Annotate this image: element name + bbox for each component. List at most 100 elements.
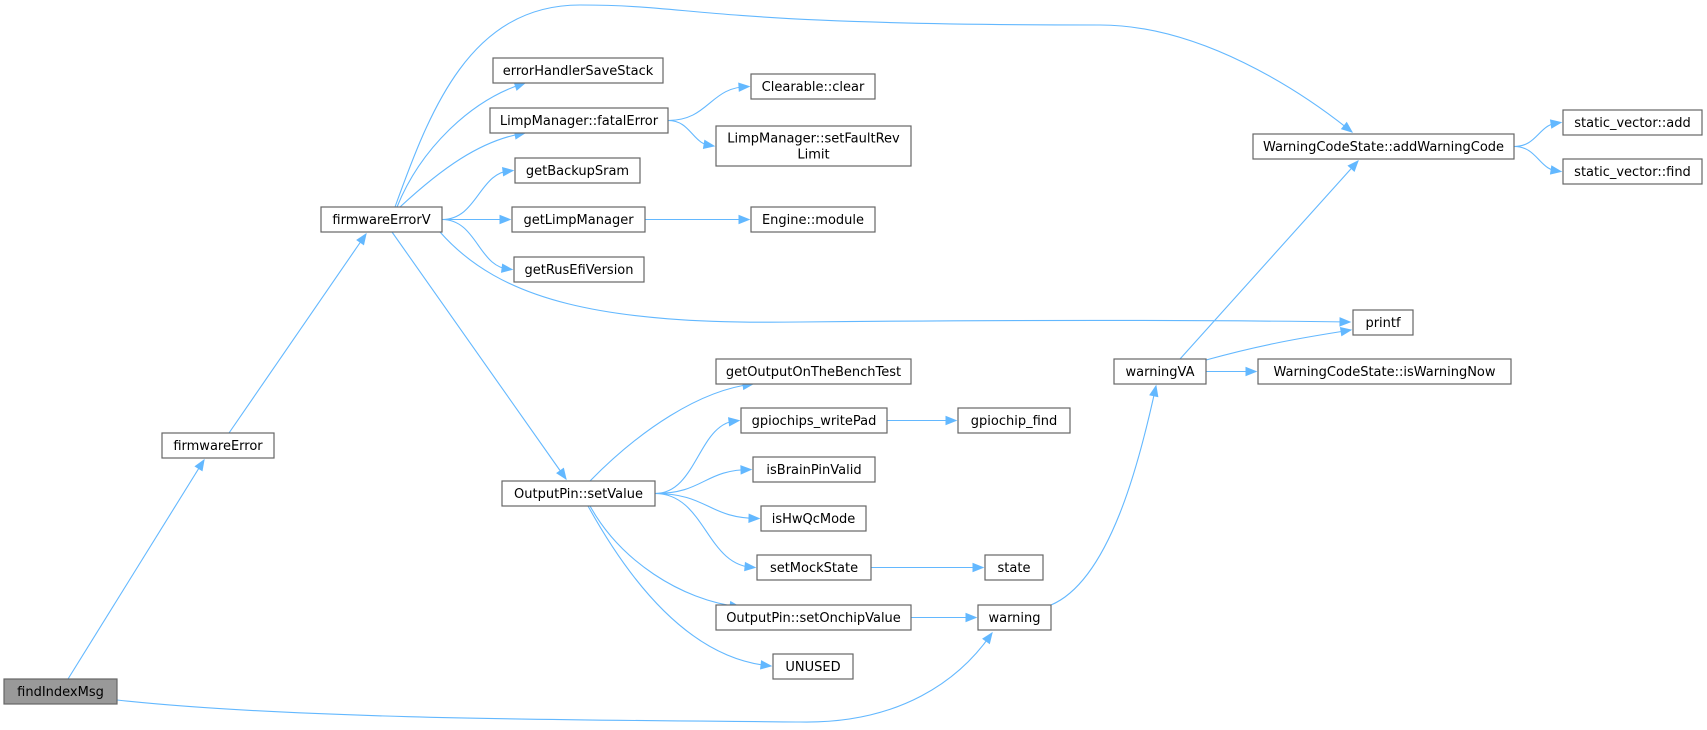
- edge-arrowhead: [702, 139, 716, 149]
- node-state[interactable]: state: [984, 554, 1044, 581]
- edge-line: [654, 492, 760, 520]
- edge-line: [391, 231, 567, 480]
- node-label: OutputPin::setValue: [514, 487, 643, 502]
- edge-warningVA-to-WarningCodeState_addWarningCode: [1179, 159, 1359, 360]
- node-warningcodestate-addwarningcode[interactable]: WarningCodeState::addWarningCode: [1252, 133, 1515, 160]
- edge-arrowhead: [500, 263, 514, 273]
- edge-WarningCodeState_addWarningCode-to-static_vector_find: [1513, 145, 1563, 175]
- node-engine-module[interactable]: Engine::module: [750, 206, 876, 233]
- edge-line: [1050, 385, 1157, 606]
- node-box[interactable]: [1352, 309, 1414, 336]
- node-clearable-clear[interactable]: Clearable::clear: [750, 73, 876, 100]
- node-warning[interactable]: warning: [977, 604, 1052, 631]
- node-box[interactable]: [161, 432, 275, 459]
- node-box[interactable]: [3, 678, 118, 705]
- edge-arrowhead: [744, 561, 757, 572]
- node-setmockstate[interactable]: setMockState: [756, 554, 872, 581]
- node-layer: findIndexMsg firmwareError firmwareErrorV w…: [3, 57, 1703, 705]
- node-box[interactable]: [492, 57, 664, 84]
- node-box[interactable]: [957, 407, 1071, 434]
- node-limpmanager-fatalerror[interactable]: LimpManager::fatalError: [489, 107, 669, 134]
- node-label: state: [998, 561, 1031, 576]
- edge-arrowhead: [502, 167, 515, 177]
- node-box[interactable]: [513, 256, 645, 283]
- node-isbrainpinvalid[interactable]: isBrainPinValid: [752, 456, 876, 483]
- edge-warning-to-warningVA: [1050, 384, 1159, 606]
- node-box[interactable]: [752, 456, 876, 483]
- edge-arrowhead: [1340, 121, 1354, 133]
- node-box[interactable]: [1113, 358, 1207, 385]
- edge-line: [116, 632, 993, 723]
- node-warningcodestate-iswarningnow[interactable]: WarningCodeState::isWarningNow: [1257, 358, 1512, 385]
- edge-line: [439, 231, 1351, 323]
- edge-OutputPin_setValue-to-OutputPin_setOnchipValue: [589, 505, 742, 611]
- node-warningva[interactable]: warningVA: [1113, 358, 1207, 385]
- node-box[interactable]: [514, 157, 641, 184]
- edge-warningVA-to-WarningCodeState_isWarningNow: [1206, 366, 1258, 377]
- node-box[interactable]: [511, 206, 646, 233]
- node-box[interactable]: [715, 125, 912, 167]
- edge-arrowhead: [1245, 366, 1258, 377]
- node-gpiochips-writepad[interactable]: gpiochips_writePad: [740, 407, 888, 434]
- node-box[interactable]: [489, 107, 669, 134]
- node-label: warningVA: [1125, 365, 1194, 380]
- node-label: static_vector::find: [1574, 165, 1691, 180]
- edge-arrowhead: [738, 82, 751, 92]
- node-ishwqcmode[interactable]: isHwQcMode: [760, 505, 867, 532]
- node-gpiochip-find[interactable]: gpiochip_find: [957, 407, 1071, 434]
- node-label: getRusEfiVersion: [524, 263, 633, 278]
- node-label: findIndexMsg: [17, 685, 104, 700]
- node-label: gpiochips_writePad: [752, 414, 877, 429]
- edge-line: [399, 132, 526, 208]
- node-outputpin-setvalue[interactable]: OutputPin::setValue: [501, 480, 656, 507]
- node-box[interactable]: [715, 358, 912, 385]
- edge-arrowhead: [356, 232, 367, 246]
- edge-arrowhead: [1549, 165, 1563, 175]
- node-box[interactable]: [1562, 109, 1703, 136]
- edge-arrowhead: [740, 465, 753, 475]
- node-static-vector-add[interactable]: static_vector::add: [1562, 109, 1703, 136]
- node-findindexmsg[interactable]: findIndexMsg: [3, 678, 118, 705]
- node-box[interactable]: [740, 407, 888, 434]
- node-box[interactable]: [756, 554, 872, 581]
- edge-firmwareErrorV-to-OutputPin_setValue: [391, 231, 567, 481]
- node-static-vector-find[interactable]: static_vector::find: [1562, 158, 1703, 185]
- node-outputpin-setonchipvalue[interactable]: OutputPin::setOnchipValue: [715, 604, 912, 631]
- node-firmwareerrorv[interactable]: firmwareErrorV: [320, 206, 443, 233]
- node-label: Clearable::clear: [762, 80, 865, 95]
- node-box[interactable]: [1257, 358, 1512, 385]
- edge-arrowhead: [972, 562, 985, 573]
- node-label: setMockState: [770, 561, 858, 576]
- edge-arrowhead: [945, 415, 958, 426]
- node-box[interactable]: [750, 73, 876, 100]
- node-label: firmwareErrorV: [332, 213, 430, 228]
- node-label: getBackupSram: [526, 164, 629, 179]
- node-box[interactable]: [984, 554, 1044, 581]
- edge-arrowhead: [982, 631, 993, 645]
- node-printf[interactable]: printf: [1352, 309, 1414, 336]
- node-getrusefiversion[interactable]: getRusEfiVersion: [513, 256, 645, 283]
- node-box[interactable]: [715, 604, 912, 631]
- node-label: OutputPin::setOnchipValue: [726, 611, 901, 626]
- node-box[interactable]: [1562, 158, 1703, 185]
- edge-arrowhead: [556, 467, 567, 481]
- edge-line: [441, 169, 514, 221]
- node-unused[interactable]: UNUSED: [772, 653, 854, 680]
- node-firmwareerror[interactable]: firmwareError: [161, 432, 275, 459]
- node-box[interactable]: [977, 604, 1052, 631]
- edge-OutputPin_setValue-to-isHwQcMode: [654, 492, 761, 523]
- edge-OutputPin_setValue-to-getOutputOnTheBenchTest: [589, 380, 755, 482]
- node-box[interactable]: [1252, 133, 1515, 160]
- node-getoutputonthebenchtest[interactable]: getOutputOnTheBenchTest: [715, 358, 912, 385]
- node-box[interactable]: [772, 653, 854, 680]
- node-box[interactable]: [320, 206, 443, 233]
- node-getbackupsram[interactable]: getBackupSram: [514, 157, 641, 184]
- node-label: printf: [1365, 316, 1401, 331]
- node-errorhandlersavestack[interactable]: errorHandlerSaveStack: [492, 57, 664, 84]
- node-box[interactable]: [501, 480, 656, 507]
- node-getlimpmanager[interactable]: getLimpManager: [511, 206, 646, 233]
- node-box[interactable]: [760, 505, 867, 532]
- node-box[interactable]: [750, 206, 876, 233]
- edge-setMockState-to-state: [871, 562, 985, 573]
